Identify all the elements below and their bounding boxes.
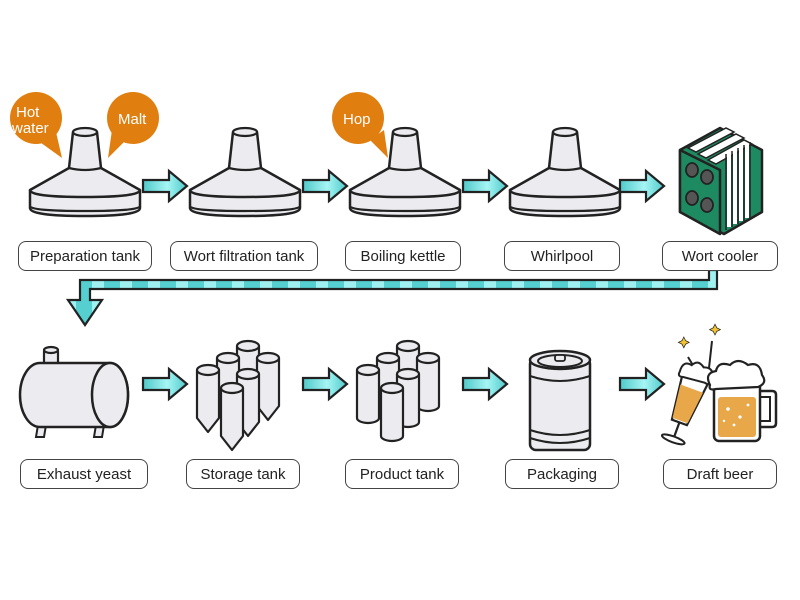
hop-label: Hop	[343, 111, 371, 128]
tank-top	[375, 351, 401, 365]
tank-top	[219, 381, 245, 395]
hop-bubble: Hop	[332, 92, 388, 158]
label-wort-filtration-tank: Wort filtration tank	[170, 241, 318, 271]
whirlpool-tank-icon	[508, 126, 622, 218]
label-boiling-kettle: Boiling kettle	[345, 241, 461, 271]
tank-top	[355, 363, 381, 377]
tank-top	[379, 381, 405, 395]
arrow-icon	[461, 169, 509, 203]
tank-top	[195, 363, 221, 377]
tank-cylinder	[379, 386, 405, 443]
wort-filtration-tank-icon	[188, 126, 302, 218]
tank-top	[415, 351, 441, 365]
exhaust-yeast-tank-icon	[18, 345, 130, 438]
tank-cylinder	[355, 368, 381, 425]
malt-bubble: Malt	[107, 92, 159, 158]
draft-beer-icon	[660, 323, 778, 446]
malt-label: Malt	[118, 111, 147, 128]
label-product-tank: Product tank	[345, 459, 459, 489]
arrow-icon	[141, 367, 189, 401]
label-storage-tank: Storage tank	[186, 459, 300, 489]
label-draft-beer: Draft beer	[663, 459, 777, 489]
tank-top	[395, 367, 421, 381]
hot-water-label-2: water	[11, 120, 49, 137]
label-wort-cooler: Wort cooler	[662, 241, 778, 271]
arrow-icon	[301, 367, 349, 401]
connector-arrow-icon	[65, 268, 719, 327]
tank-top	[255, 351, 281, 365]
tank-top	[395, 339, 421, 353]
storage-tank-icon	[195, 339, 281, 452]
arrow-icon	[141, 169, 189, 203]
label-exhaust-yeast: Exhaust yeast	[20, 459, 148, 489]
label-packaging: Packaging	[505, 459, 619, 489]
arrow-icon	[618, 169, 666, 203]
tank-top	[215, 351, 241, 365]
tank-cylinder	[415, 356, 441, 413]
label-whirlpool: Whirlpool	[504, 241, 620, 271]
wort-cooler-icon	[678, 126, 764, 236]
tank-cylinder	[219, 386, 245, 452]
tank-cylinder	[255, 356, 281, 422]
arrow-icon	[461, 367, 509, 401]
hot-water-label-1: Hot	[16, 104, 40, 121]
arrow-icon	[618, 367, 666, 401]
tank-top	[235, 339, 261, 353]
tank-top	[235, 367, 261, 381]
product-tank-icon	[355, 339, 441, 443]
arrow-icon	[301, 169, 349, 203]
tank-cylinder	[195, 368, 221, 434]
hot-water-bubble: Hot water	[10, 92, 62, 158]
keg-icon	[528, 349, 592, 452]
label-preparation-tank: Preparation tank	[18, 241, 152, 271]
